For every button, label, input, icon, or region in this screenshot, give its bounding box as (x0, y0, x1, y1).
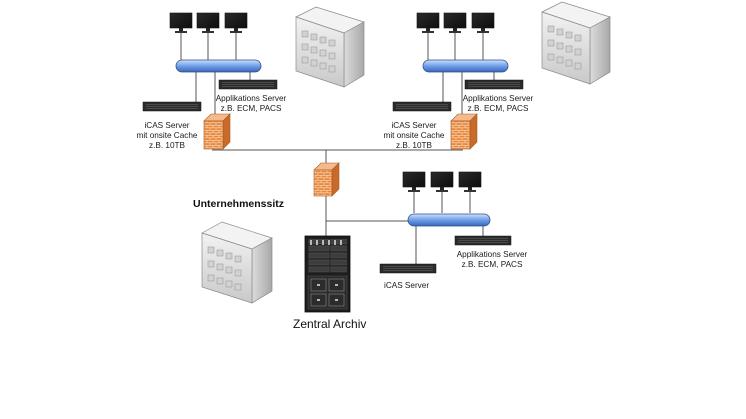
hq-app-server-icon (454, 235, 512, 246)
left-monitor-3-icon (224, 12, 248, 33)
left-hub-icon (175, 59, 262, 73)
right-icas-links (442, 72, 463, 118)
left-icas-links (195, 72, 216, 118)
left-monitor-2-icon (196, 12, 220, 33)
central-archive-label: Zentral Archiv (293, 317, 367, 331)
hq-app-server-label: Applikations Server z.B. ECM, PACS (456, 250, 528, 269)
left-monitor-1-icon (169, 12, 193, 33)
left-icas-server-icon (142, 101, 202, 112)
firewalls (203, 113, 478, 197)
hq-firewall-icon (313, 162, 340, 197)
hq-hub-icon (407, 213, 491, 227)
left-app-server-label: Applikations Server z.B. ECM, PACS (215, 94, 287, 113)
hq-monitor-links (413, 190, 471, 213)
right-monitor-1-icon (416, 12, 440, 33)
hq-monitor-3-icon (458, 171, 482, 192)
left-building-icon (295, 6, 365, 88)
left-monitor-links (180, 31, 237, 60)
right-building-icon (541, 1, 611, 85)
right-app-server-icon (464, 79, 524, 90)
monitors (169, 12, 495, 192)
buildings (201, 1, 611, 304)
left-firewall-icon (203, 113, 231, 150)
right-monitor-links (427, 31, 484, 60)
network-hubs (175, 59, 509, 227)
hq-icas-server-icon (379, 263, 437, 274)
hq-monitor-2-icon (430, 171, 454, 192)
right-icas-server-icon (392, 101, 452, 112)
hq-icas-server-label: iCAS Server (384, 281, 430, 290)
right-hub-icon (422, 59, 509, 73)
connection-lines (180, 31, 495, 264)
rack-servers (142, 79, 524, 274)
central-archive-rack-icon (304, 235, 351, 313)
hq-monitor-1-icon (402, 171, 426, 192)
right-firewall-icon (450, 113, 478, 150)
right-monitor-2-icon (443, 12, 467, 33)
left-icas-server-label: iCAS Server mit onsite Cache z.B. 10TB (136, 121, 198, 150)
right-monitor-3-icon (471, 12, 495, 33)
headquarters-title: Unternehmenssitz (193, 198, 285, 210)
left-app-server-icon (218, 79, 278, 90)
right-app-server-label: Applikations Server z.B. ECM, PACS (462, 94, 534, 113)
right-icas-server-label: iCAS Server mit onsite Cache z.B. 10TB (383, 121, 445, 150)
hq-building-icon (201, 221, 273, 304)
